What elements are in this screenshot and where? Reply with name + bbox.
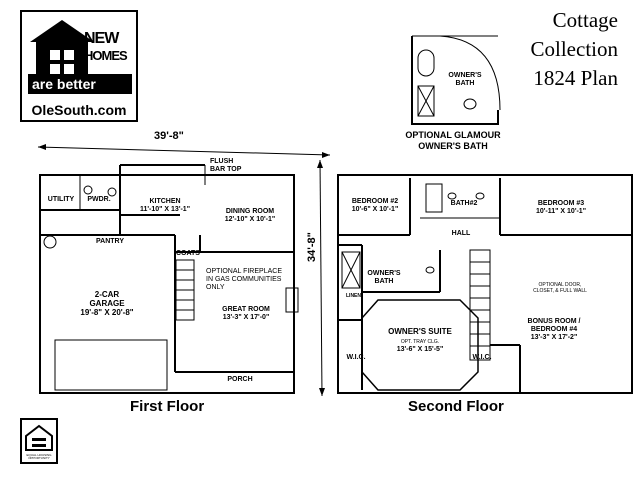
- dimension-depth: 34'-8": [306, 232, 318, 262]
- house-logo-icon: [28, 20, 132, 94]
- title-line-2: Collection: [530, 37, 619, 61]
- room-kitchen: KITCHEN 11'-10" X 13'-1": [139, 198, 191, 213]
- equal-housing-caption: EQUAL HOUSING OPPORTUNITY: [26, 453, 52, 460]
- title-line-1: Cottage: [552, 8, 618, 32]
- room-owners-bath: OWNER'S BATH: [367, 270, 401, 285]
- room-hall: HALL: [451, 230, 471, 237]
- room-bedroom-3: BEDROOM #3 10'-11" X 10'-1": [535, 200, 587, 215]
- dimension-width: 39'-8": [154, 130, 184, 142]
- logo-tagline: are better: [32, 76, 96, 92]
- logo-website: OleSouth.com: [31, 102, 127, 118]
- room-bath-2: BATH#2: [450, 200, 478, 207]
- logo-text-homes: HOMES: [84, 48, 128, 63]
- glamour-caption: OPTIONAL GLAMOUR OWNER'S BATH: [405, 130, 501, 151]
- logo-text-new: NEW: [84, 30, 119, 47]
- equal-housing-logo: EQUAL HOUSING OPPORTUNITY: [20, 418, 58, 464]
- optional-door-note: OPTIONAL DOOR, CLOSET, & FULL WALL: [533, 282, 587, 294]
- room-pantry: PANTRY: [96, 238, 124, 245]
- room-linen: LINEN: [346, 293, 361, 299]
- flush-bar-top: FLUSH BAR TOP: [210, 158, 242, 173]
- room-utility: UTILITY: [47, 196, 75, 203]
- room-bedroom-2: BEDROOM #2 10'-6" X 10'-1": [351, 198, 399, 213]
- second-floor-label: Second Floor: [408, 398, 504, 415]
- room-bonus: BONUS ROOM / BEDROOM #4 13'-3" X 17'-2": [527, 318, 581, 341]
- room-owners-suite: OWNER'S SUITE: [388, 327, 452, 336]
- glamour-bath-label: OWNER'S BATH: [448, 72, 482, 87]
- owners-suite-dimensions: 13'-6" X 15'-5": [396, 346, 444, 353]
- equal-housing-icon: [25, 424, 53, 451]
- brand-logo: NEW HOMES are better OleSouth.com: [20, 10, 138, 122]
- title-line-3: 1824 Plan: [533, 66, 618, 90]
- owners-suite-note: OPT. TRAY CLG.: [400, 339, 440, 345]
- room-wic-2: W.I.C.: [472, 354, 492, 361]
- fireplace-note: OPTIONAL FIREPLACE IN GAS COMMUNITIES ON…: [206, 268, 282, 291]
- room-pwdr: PWDR.: [87, 196, 111, 203]
- room-wic-1: W.I.C.: [346, 354, 366, 361]
- plan-title: Cottage Collection 1824 Plan: [531, 6, 619, 93]
- first-floor-label: First Floor: [130, 398, 205, 415]
- room-porch: PORCH: [227, 376, 253, 383]
- room-garage: 2-CAR GARAGE 19'-8" X 20'-8": [80, 290, 134, 317]
- room-coats: COATS: [176, 250, 200, 257]
- room-great: GREAT ROOM 13'-3" X 17'-0": [222, 306, 270, 321]
- room-dining: DINING ROOM 12'-10" X 10'-1": [224, 208, 276, 223]
